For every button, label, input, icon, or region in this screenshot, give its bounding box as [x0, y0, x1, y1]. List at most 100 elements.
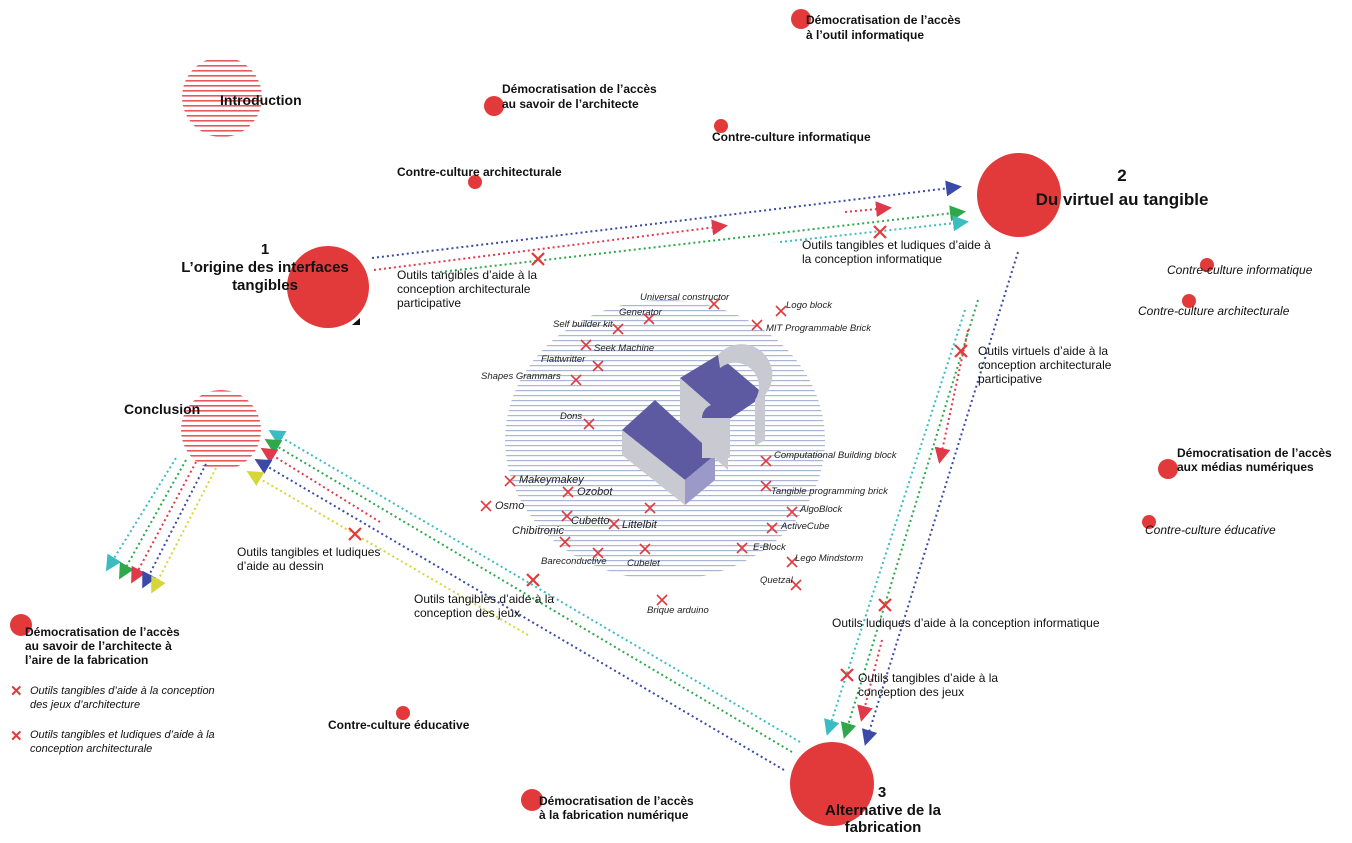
node-2-circle: [977, 153, 1061, 237]
dot-contre-info-top: [714, 119, 728, 133]
arrow-2-3-cyan: [824, 309, 966, 736]
x-marker-generator: [643, 313, 655, 325]
x-marker-osmo: [480, 500, 492, 512]
x-marker-bareconductive: [592, 547, 604, 559]
link-2-3a-line2: conception architecturale: [978, 358, 1112, 372]
tool-ozobot: Ozobot: [577, 486, 613, 498]
x-marker-flattwriter: [592, 360, 604, 372]
arrow-c-cyan: [105, 457, 177, 572]
legend-item1-line2: des jeux d’architecture: [30, 699, 141, 711]
x-marker-logo: [775, 305, 787, 317]
x-marker-3-c-a: [348, 527, 362, 541]
legend-marker-1: ✕: [10, 683, 23, 700]
x-marker-chibitronic: [559, 536, 571, 548]
x-marker-littelbit: [608, 518, 620, 530]
tool-flattwriter: Flattwritter: [541, 354, 586, 365]
arrow-3-c-blue: [254, 458, 785, 771]
arrow-2-red-short: [844, 201, 892, 218]
link-2-3a-line1: Outils virtuels d’aide à la: [978, 344, 1109, 358]
dem-savoir-line1: Démocratisation de l’accès: [502, 82, 657, 96]
legend-item2-line2: conception architecturale: [30, 743, 153, 755]
contre-edu-right: Contre-culture éducative: [1145, 523, 1276, 537]
dot-dem-fabnum: [521, 789, 543, 811]
arrow-c-blue: [142, 463, 207, 589]
tool-cubetto: Cubetto: [571, 515, 610, 527]
node-3-title-line1: Alternative de la: [825, 802, 941, 819]
tool-seek: Seek Machine: [594, 343, 655, 354]
x-marker-2: [873, 225, 887, 239]
dem-medias-line1: Démocratisation de l’accès: [1177, 446, 1332, 460]
introduction-node-circle: [182, 57, 262, 137]
legend-marker-2: ✕: [10, 728, 23, 745]
tool-mit: MIT Programmable Brick: [766, 323, 872, 334]
arrow-c-green: [119, 459, 187, 580]
tool-cubelet: Cubelet: [627, 558, 660, 569]
tool-littelbit: Littelbit: [622, 519, 657, 531]
x-marker-makeymakey: [504, 475, 516, 487]
tool-computational: Computational Building block: [774, 450, 897, 461]
dot-contre-archi-right: [1182, 294, 1196, 308]
x-marker-seek: [580, 339, 592, 351]
node-3-circle: [790, 742, 874, 826]
legend-item2-line1: Outils tangibles et ludiques d’aide à la: [30, 729, 215, 741]
x-marker-algoblock: [786, 506, 798, 518]
x-marker-mit: [751, 319, 763, 331]
link-3-c2-line1: Outils tangibles d’aide à la: [414, 592, 555, 606]
arrow-2-cyan: [779, 215, 969, 243]
x-marker-1-2: [531, 252, 545, 266]
tool-chibitronic: Chibitronic: [512, 525, 564, 537]
link-3-c-line2: d’aide au dessin: [237, 559, 324, 573]
link-1-2-line1: Outils tangibles d’aide à la: [397, 268, 538, 282]
link-1-2-line2: conception architecturale: [397, 282, 531, 296]
tool-bareconductive: Bareconductive: [541, 556, 607, 567]
dot-contre-edu-bottom: [396, 706, 410, 720]
arrow-1-2-blue: [371, 180, 962, 259]
dem-fabnum-line2: à la fabrication numérique: [539, 808, 689, 822]
central-logo: [622, 344, 773, 505]
arrow-3-c-green: [264, 438, 793, 753]
conclusion-label: Conclusion: [124, 401, 201, 417]
x-marker-selfbuilder: [612, 323, 624, 335]
arrow-2-3-blue: [861, 251, 1019, 746]
x-marker-lego: [786, 556, 798, 568]
link-3-c-line1: Outils tangibles et ludiques: [237, 545, 381, 559]
dem-fab-line2: au savoir de l’architecte à: [25, 639, 172, 653]
tool-selfbuilder: Self builder kit: [553, 319, 613, 330]
contre-archi-right: Contre-culture architecturale: [1138, 304, 1290, 318]
tool-algoblock: AlgoBlock: [800, 504, 843, 515]
x-marker-ozobot: [562, 486, 574, 498]
legend-item1-line1: Outils tangibles d’aide à la conception: [30, 685, 215, 697]
link-1-2-line3: participative: [397, 296, 462, 310]
contre-info-right: Contre-culture informatique: [1167, 263, 1313, 277]
x-marker-activecube: [766, 522, 778, 534]
node-1-number: 1: [260, 241, 270, 258]
link-2-3a-line3: participative: [978, 372, 1043, 386]
x-marker-brique: [656, 594, 668, 606]
x-marker-2-3a: [954, 344, 968, 358]
x-marker-tangible: [760, 480, 772, 492]
dot-dem-medias: [1158, 459, 1178, 479]
contre-archi-top: Contre-culture architecturale: [397, 165, 562, 179]
arrow-2-3-green: [840, 299, 979, 739]
x-marker-dons: [583, 418, 595, 430]
tool-quetzal: Quetzal: [760, 575, 793, 586]
x-marker-2-3b: [878, 598, 892, 612]
conclusion-node-circle: [181, 390, 261, 470]
tool-lego: Lego Mindstorm: [795, 553, 864, 564]
arrow-1-2-red: [373, 219, 728, 271]
x-marker-cubelet: [639, 543, 651, 555]
arrow-c-red: [131, 461, 197, 584]
arrow-2-3-red-b: [857, 639, 883, 722]
dot-dem-savoir: [484, 96, 504, 116]
link-2-3c-line1: Outils tangibles d’aide à la: [858, 671, 999, 685]
tool-osmo: Osmo: [495, 500, 525, 512]
node-2-title: Du virtuel au tangible: [1035, 190, 1209, 209]
dem-savoir-line2: au savoir de l’architecte: [502, 97, 639, 111]
x-marker-3-c-b: [526, 573, 540, 587]
dot-dem-fab: [10, 614, 32, 636]
dot-contre-edu-right: [1142, 515, 1156, 529]
node-1-title-line1: L’origine des interfaces: [181, 259, 349, 276]
x-marker-2-3c: [840, 668, 854, 682]
arrow-3-c-cyan: [268, 429, 801, 743]
